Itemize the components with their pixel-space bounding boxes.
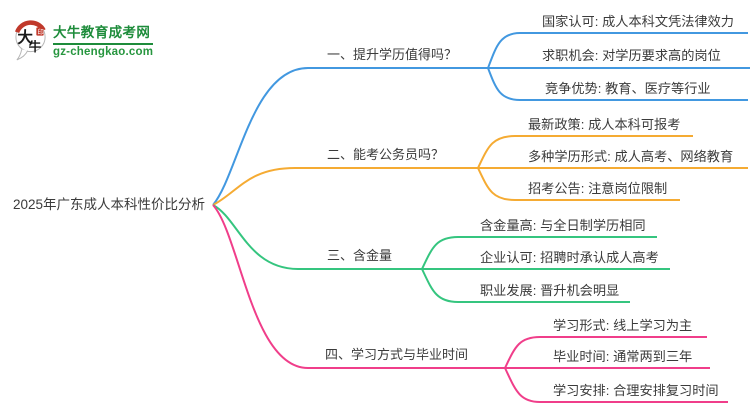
topic-1: 一、提升学历值得吗？ <box>327 47 458 62</box>
topic-4-sub-1: 学习形式: 线上学习为主 <box>553 318 693 333</box>
topic-2-sub-2: 多种学历形式: 成人高考、网络教育 <box>528 149 734 164</box>
logo-url: gz-chengkao.com <box>53 46 154 58</box>
topic-4-sub-3: 学习安排: 合理安排复习时间 <box>553 383 719 398</box>
topic-2-sub-3: 招考公告: 注意岗位限制 <box>528 181 668 196</box>
logo-divider <box>53 43 154 45</box>
logo-bull-icon: 大 牛 印 <box>14 20 46 61</box>
topic-1-sub-2: 求职机会: 对学历要求高的岗位 <box>542 48 721 63</box>
topic-4-sub-2: 毕业时间: 通常两到三年 <box>553 349 693 364</box>
topic-1-sub-1: 国家认可: 成人本科文凭法律效力 <box>542 14 734 29</box>
branch-3-lines <box>212 204 670 303</box>
topic-3-sub-2: 企业认可: 招聘时承认成人高考 <box>480 250 659 265</box>
svg-text:大: 大 <box>17 27 33 46</box>
root-topic: 2025年广东成人本科性价比分析 <box>13 197 206 212</box>
svg-text:印: 印 <box>38 28 44 36</box>
svg-text:牛: 牛 <box>29 39 42 54</box>
topic-3-sub-3: 职业发展: 晋升机会明显 <box>480 283 620 298</box>
branch-4-lines <box>212 204 728 403</box>
logo: 大 牛 印 大牛教育成考网 gz-chengkao.com <box>13 17 154 62</box>
branch-1-lines <box>212 32 750 206</box>
topic-1-sub-3: 竞争优势: 教育、医疗等行业 <box>545 81 711 96</box>
branch-2-lines <box>212 135 748 206</box>
topic-3-sub-1: 含金量高: 与全日制学历相同 <box>480 218 646 233</box>
logo-title: 大牛教育成考网 <box>53 25 151 40</box>
topic-4: 四、学习方式与毕业时间 <box>325 347 469 362</box>
topic-2-sub-1: 最新政策: 成人本科可报考 <box>528 117 681 132</box>
topic-2: 二、能考公务员吗？ <box>327 147 445 162</box>
topic-3: 三、含金量 <box>327 248 393 263</box>
